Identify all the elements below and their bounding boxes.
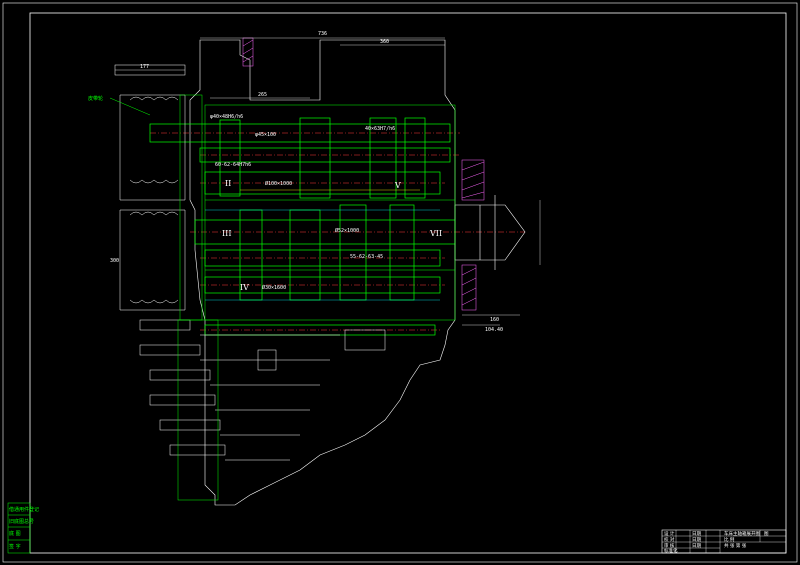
tb-sheet: 图 — [764, 531, 769, 537]
hatch-areas — [242, 37, 485, 311]
shaft-label-6: Ø30×1600 — [262, 284, 286, 291]
roman-vii: VII — [429, 229, 442, 238]
accent-lines — [205, 189, 440, 301]
gearbox-assembly — [109, 37, 541, 506]
tb-title: 车床主轴箱展开图 — [724, 530, 760, 537]
callout-leader — [109, 97, 151, 116]
tb-date-2: 日期 — [692, 537, 701, 543]
roman-iii: III — [222, 229, 231, 238]
tb-scale: 比 例 — [724, 536, 735, 543]
shaft-label-8: 55-62-63-45 — [350, 254, 383, 260]
dim-mid-265: 265 — [258, 92, 267, 98]
shaft-label-1: φ40×48H6/h6 — [210, 114, 243, 120]
title-block: 设 计 校 对 审 核 标准化 日期 日期 日期 车床主轴箱展开图 图 比 例 … — [661, 529, 787, 554]
spindle-nose — [454, 195, 526, 270]
shift-levers — [139, 319, 386, 461]
side-note-4: 签 字 — [9, 543, 21, 550]
shaft-label-4: 60-62-64H7h6 — [215, 162, 251, 168]
dim-left-300: 300 — [110, 258, 119, 264]
shaft-label-5: Ø100×1000 — [265, 180, 292, 187]
dim-left-177: 177 — [140, 64, 149, 70]
shaft-label-2: 40×63H7/h6 — [365, 126, 395, 132]
roman-ii: II — [225, 179, 231, 188]
tb-date-1: 日期 — [692, 531, 701, 537]
dim-top-total: 736 — [318, 31, 327, 37]
roman-v: V — [394, 181, 401, 190]
side-note-3: 底 图 — [9, 530, 21, 537]
side-note-2: 旧底图总号 — [9, 518, 34, 525]
tb-row-4: 标准化 — [664, 547, 678, 554]
roman-iv: IV — [240, 283, 249, 292]
green-details — [177, 94, 456, 501]
pulley-left — [114, 64, 186, 311]
dim-right-160: 160 — [490, 317, 499, 323]
side-note-1: 借通用件登记 — [9, 506, 39, 513]
tb-row-3: 审 核 — [664, 542, 675, 549]
dim-right-104: 104.40 — [485, 327, 503, 333]
callout-label: 皮带轮 — [88, 95, 103, 102]
housing-outline — [189, 39, 456, 506]
shaft-label-3: φ45×100 — [255, 132, 276, 138]
side-notes: 借通用件登记 旧底图总号 底 图 签 字 — [7, 502, 39, 554]
shafts — [149, 117, 456, 336]
tb-row-2: 校 对 — [664, 536, 675, 543]
tb-date-3: 日期 — [692, 543, 701, 549]
dim-top-right: 360 — [380, 39, 389, 45]
tb-row-1: 设 计 — [664, 530, 675, 537]
inner-frame — [29, 12, 787, 554]
tb-material: 共 张 第 张 — [724, 542, 747, 549]
dimension-lines — [115, 37, 541, 326]
shaft-label-7: Ø52×1000 — [335, 227, 359, 234]
